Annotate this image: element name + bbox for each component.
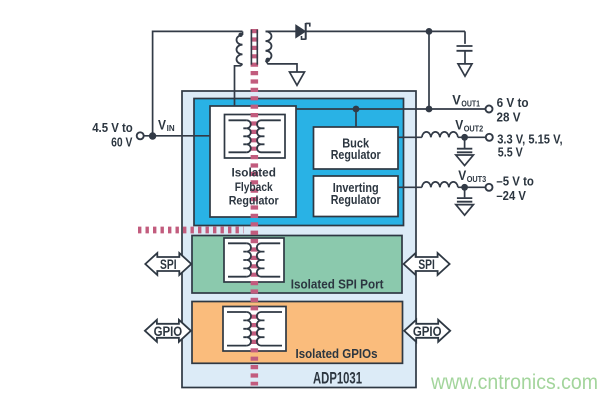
svg-text:OUT2: OUT2 [464,124,484,133]
svg-text:Isolated: Isolated [232,166,276,180]
svg-text:Regulator: Regulator [331,148,381,162]
svg-text:5.5 V: 5.5 V [498,144,523,159]
svg-text:3.3 V, 5.15 V,: 3.3 V, 5.15 V, [497,131,562,146]
svg-text:Isolated GPIOs: Isolated GPIOs [296,346,378,361]
svg-text:Flyback: Flyback [235,180,273,194]
svg-text:Isolated SPI Port: Isolated SPI Port [291,277,384,292]
svg-text:OUT3: OUT3 [467,175,487,184]
svg-text:Regulator: Regulator [331,193,381,207]
svg-text:6 V to: 6 V to [497,95,529,110]
svg-text:V: V [458,167,467,183]
svg-text:–24 V: –24 V [496,188,526,203]
svg-text:–5 V to: –5 V to [496,173,534,188]
svg-text:Buck: Buck [342,136,369,150]
svg-text:V: V [455,116,464,132]
svg-text:www.cntronics.com: www.cntronics.com [430,371,598,394]
svg-text:OUT1: OUT1 [461,100,480,109]
svg-text:IN: IN [167,124,175,133]
svg-text:SPI: SPI [160,257,177,273]
svg-text:GPIO: GPIO [413,324,442,340]
svg-text:ADP1031: ADP1031 [313,368,362,387]
svg-text:28 V: 28 V [497,109,521,124]
svg-text:60 V: 60 V [111,134,133,149]
svg-text:Inverting: Inverting [333,181,379,195]
svg-text:SPI: SPI [418,257,435,273]
svg-text:V: V [452,92,461,108]
svg-text:GPIO: GPIO [154,324,183,340]
svg-text:4.5 V to: 4.5 V to [92,120,133,135]
svg-text:Regulator: Regulator [229,194,279,208]
svg-text:V: V [158,116,167,132]
